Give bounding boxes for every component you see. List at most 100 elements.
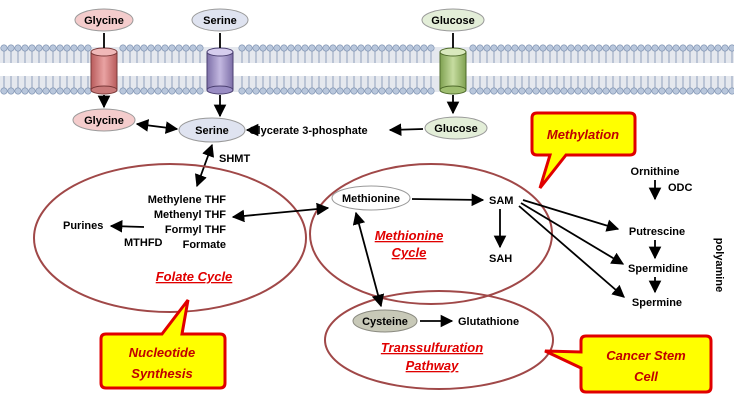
lipid-head — [623, 44, 631, 52]
lipid-head — [371, 44, 379, 52]
lipid-head — [0, 44, 8, 52]
lipid-head — [399, 87, 407, 95]
lipid-head — [168, 44, 176, 52]
lipid-head — [364, 87, 372, 95]
lipid-head — [567, 44, 575, 52]
lipid-head — [581, 44, 589, 52]
lipid-head — [196, 44, 204, 52]
lipid-head — [245, 44, 253, 52]
lipid-head — [665, 87, 673, 95]
arrow-glucose-glycerate — [388, 123, 424, 136]
lipid-head — [14, 44, 22, 52]
lipid-head — [28, 44, 36, 52]
lipid-head — [679, 44, 687, 52]
glycerate-label: Glycerate 3-phosphate — [249, 125, 368, 137]
lipid-head — [539, 44, 547, 52]
odc-label: ODC — [668, 182, 693, 194]
lipid-head — [385, 87, 393, 95]
lipid-head — [336, 44, 344, 52]
lipid-head — [602, 87, 610, 95]
lipid-head — [245, 87, 253, 95]
arrow-glycine-serine — [135, 119, 179, 134]
lipid-head — [707, 87, 715, 95]
lipid-head — [651, 87, 659, 95]
lipid-head — [315, 87, 323, 95]
lipid-head — [665, 44, 673, 52]
lipid-head — [490, 44, 498, 52]
lipid-head — [588, 87, 596, 95]
lipid-head — [350, 87, 358, 95]
lipid-head — [714, 44, 722, 52]
spermine-label: Spermine — [632, 297, 682, 309]
arrow-folate-methionine — [231, 202, 330, 223]
lipid-head — [581, 87, 589, 95]
lipid-head — [329, 44, 337, 52]
lipid-head — [490, 87, 498, 95]
lipid-head — [252, 44, 260, 52]
lipid-head — [679, 87, 687, 95]
lipid-head — [483, 87, 491, 95]
lipid-head — [266, 87, 274, 95]
glycine-transporter — [90, 47, 118, 95]
lipid-head — [336, 87, 344, 95]
lipid-head — [623, 87, 631, 95]
lipid-head — [161, 44, 169, 52]
transsulfuration-label-1: Transsulfuration — [381, 340, 483, 355]
lipid-head — [378, 87, 386, 95]
lipid-head — [595, 44, 603, 52]
lipid-head — [175, 44, 183, 52]
lipid-head — [602, 44, 610, 52]
lipid-head — [343, 87, 351, 95]
lipid-head — [14, 87, 22, 95]
nucleotide-label-1: Nucleotide — [129, 345, 195, 360]
lipid-head — [238, 87, 246, 95]
arrow-sam-spermidine — [520, 202, 625, 265]
lipid-head — [84, 87, 92, 95]
lipid-head — [168, 87, 176, 95]
folate-compound: Formyl THF — [165, 224, 226, 236]
callout-nucleotide-synthesis: Nucleotide Synthesis — [99, 299, 227, 390]
lipid-head — [392, 44, 400, 52]
lipid-head — [301, 87, 309, 95]
lipid-head — [609, 44, 617, 52]
lipid-head — [658, 87, 666, 95]
arrow-methionine-sam — [411, 193, 485, 207]
glycine-in-label: Glycine — [84, 115, 124, 127]
lipid-head — [329, 87, 337, 95]
shmt-label: SHMT — [219, 153, 250, 165]
lipid-head — [147, 44, 155, 52]
lipid-head — [259, 44, 267, 52]
ornithine-label: Ornithine — [631, 166, 680, 178]
lipid-head — [119, 87, 127, 95]
callout-cancer-stem-cell: Cancer Stem Cell — [544, 334, 713, 394]
sah-label: SAH — [489, 253, 512, 265]
lipid-head — [315, 44, 323, 52]
putrescine-label: Putrescine — [629, 226, 685, 238]
lipid-head — [427, 87, 435, 95]
lipid-head — [574, 87, 582, 95]
lipid-head — [532, 87, 540, 95]
lipid-head — [147, 87, 155, 95]
lipid-head — [294, 87, 302, 95]
lipid-head — [189, 87, 197, 95]
lipid-head — [385, 44, 393, 52]
lipid-head — [413, 44, 421, 52]
lipid-head — [28, 87, 36, 95]
lipid-head — [287, 87, 295, 95]
lipid-head — [301, 44, 309, 52]
lipid-head — [511, 87, 519, 95]
lipid-head — [518, 87, 526, 95]
lipid-head — [483, 44, 491, 52]
lipid-head — [399, 44, 407, 52]
folate-compound: Methenyl THF — [154, 209, 226, 221]
arrow-methionine-cysteine — [352, 211, 385, 308]
lipid-head — [21, 44, 29, 52]
lipid-head — [525, 87, 533, 95]
intracellular-glycine: Glycine — [72, 108, 136, 132]
lipid-head — [56, 87, 64, 95]
lipid-head — [609, 87, 617, 95]
lipid-head — [182, 44, 190, 52]
lipid-head — [273, 44, 281, 52]
lipid-head — [252, 87, 260, 95]
